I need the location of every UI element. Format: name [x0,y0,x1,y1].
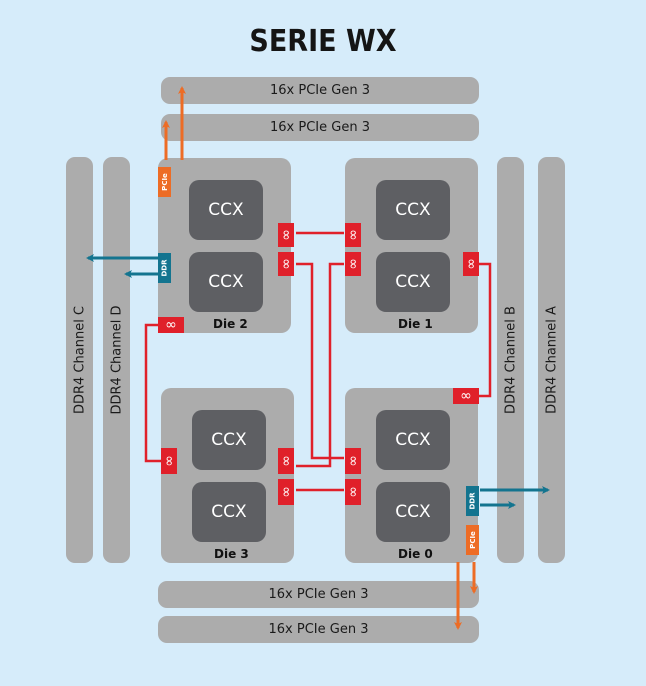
link-die1-die3 [296,262,344,468]
memory-channel-a: DDR4 Channel A [538,157,565,563]
ddr-arrows [86,254,550,509]
die-label: Die 1 [398,317,433,331]
ccx-block: CCX [376,252,450,312]
ccx-block: CCX [192,482,266,542]
infinity-port: ∞ [453,388,479,404]
infinity-port: ∞ [345,448,361,474]
die-0: CCX CCX Die 0 [345,388,478,563]
die-1: CCX CCX Die 1 [345,158,478,333]
ccx-block: CCX [376,482,450,542]
infinity-port: ∞ [161,448,177,474]
infinity-port: ∞ [345,252,361,276]
memory-channel-label: DDR4 Channel D [109,305,124,415]
infinity-port: ∞ [345,479,361,505]
pcie-tag: PCIe [158,167,171,197]
infinity-icon: ∞ [165,317,177,333]
pcie-bar-label: 16x PCIe Gen 3 [270,83,370,98]
ccx-block: CCX [376,410,450,470]
infinity-icon: ∞ [344,258,361,270]
infinity-icon: ∞ [277,258,294,270]
link-die2-die3-left [144,323,161,463]
die-label: Die 3 [214,547,249,561]
pcie-tag: PCIe [466,525,479,555]
ddr-tag: DDR [158,253,171,283]
infinity-icon: ∞ [277,229,294,241]
pcie-bar-label: 16x PCIe Gen 3 [270,120,370,135]
ccx-block: CCX [376,180,450,240]
infinity-icon: ∞ [277,455,294,467]
infinity-icon: ∞ [344,229,361,241]
infinity-port: ∞ [463,252,479,276]
ddr-tag: DDR [466,486,479,516]
infinity-port: ∞ [345,223,361,247]
memory-channel-b: DDR4 Channel B [497,157,524,563]
ccx-block: CCX [189,180,263,240]
die-label: Die 0 [398,547,433,561]
infinity-icon: ∞ [277,486,294,498]
die-label: Die 2 [213,317,248,331]
pcie-bar-top-1: 16x PCIe Gen 3 [161,77,479,104]
link-die1-die0-right [478,262,492,398]
infinity-port: ∞ [278,223,294,247]
infinity-port: ∞ [278,252,294,276]
memory-channel-c: DDR4 Channel C [66,157,93,563]
ccx-block: CCX [189,252,263,312]
memory-channel-label: DDR4 Channel B [503,306,518,414]
die-2: CCX CCX Die 2 [158,158,291,333]
pcie-bar-bottom-1: 16x PCIe Gen 3 [158,581,479,608]
memory-channel-d: DDR4 Channel D [103,157,130,563]
infinity-icon: ∞ [460,388,472,404]
pcie-bar-label: 16x PCIe Gen 3 [268,587,369,602]
infinity-icon: ∞ [344,486,361,498]
infinity-port: ∞ [158,317,184,333]
infinity-icon: ∞ [344,455,361,467]
infinity-icon: ∞ [462,258,479,270]
memory-channel-label: DDR4 Channel C [72,305,87,415]
die-3: CCX CCX Die 3 [161,388,294,563]
pcie-bar-bottom-2: 16x PCIe Gen 3 [158,616,479,643]
memory-channel-label: DDR4 Channel A [544,306,559,414]
diagram-title: SERIE WX [249,24,397,59]
infinity-port: ∞ [278,448,294,474]
pcie-bar-top-2: 16x PCIe Gen 3 [161,114,479,141]
infinity-port: ∞ [278,479,294,505]
ccx-block: CCX [192,410,266,470]
infinity-icon: ∞ [160,455,177,467]
pcie-bar-label: 16x PCIe Gen 3 [268,622,369,637]
link-die2-die3-via-die0 [296,262,344,460]
